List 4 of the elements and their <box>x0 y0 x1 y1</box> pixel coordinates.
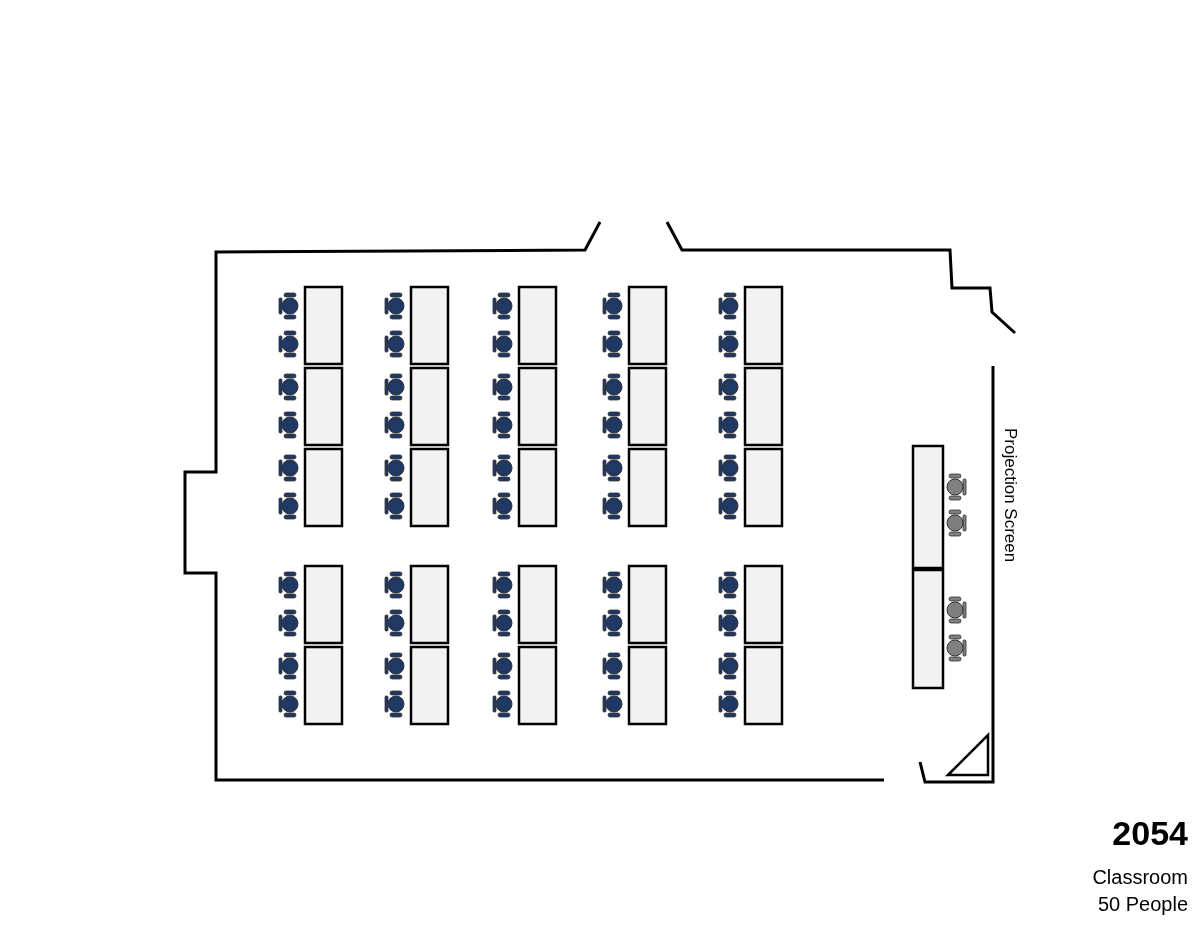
room-number: 2054 <box>1112 814 1188 853</box>
room-type: Classroom <box>1092 866 1188 889</box>
capacity-label: 50 People <box>1097 893 1188 916</box>
screen-label: Projection Screen <box>1000 428 1020 563</box>
